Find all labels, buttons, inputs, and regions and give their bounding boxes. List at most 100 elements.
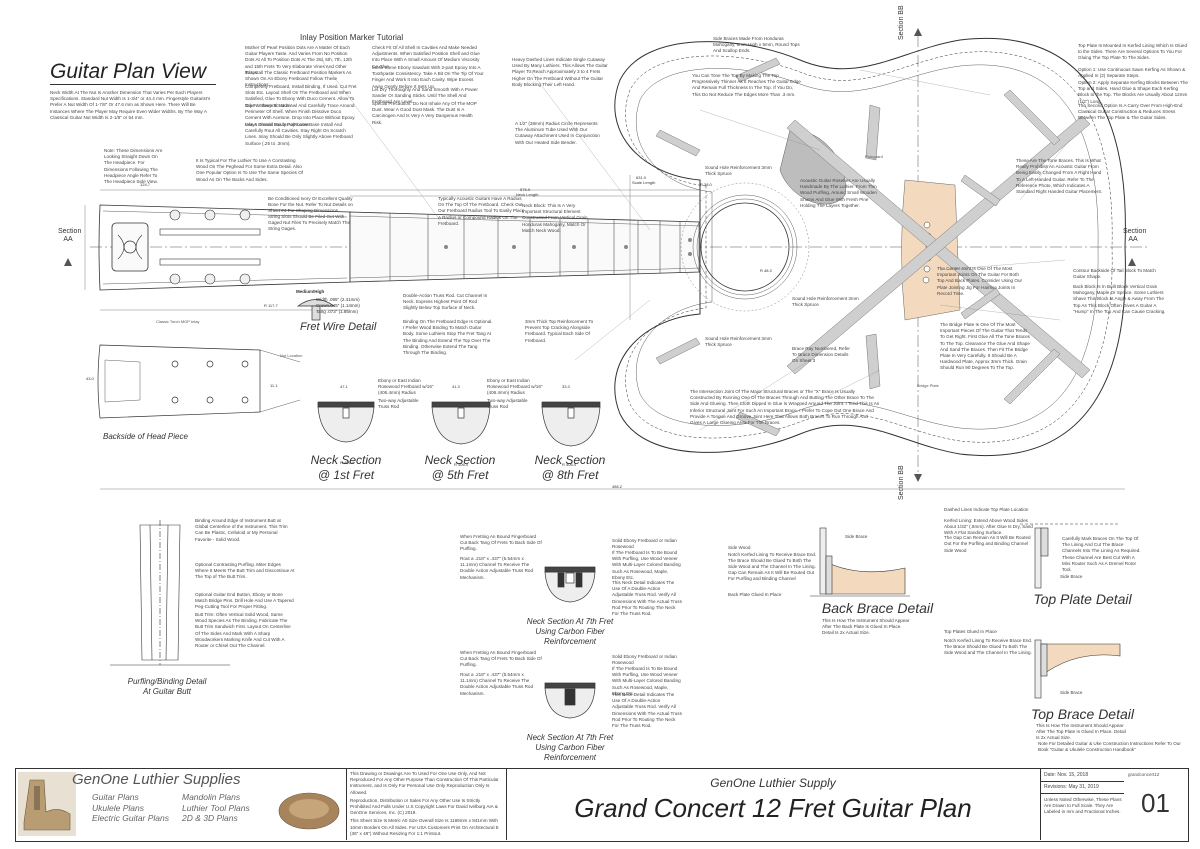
side-brace-label-back: Side Brace <box>845 534 868 539</box>
butt-trim-note: Butt Trim: Often Vertical Solid Wood, Sa… <box>195 612 291 648</box>
brand-name: GenOne Luthier Supplies <box>72 771 241 788</box>
carbon-note-a5: This Neck Detail Indicates The Use Of A … <box>612 580 682 616</box>
date-divider <box>1040 781 1124 782</box>
dim-r117: R 117.7 <box>264 303 278 308</box>
top-plates-glued-note: Top Plates Glued In Place <box>944 629 997 634</box>
legal-3: This Sheet Size Is Metric A0 Size Overal… <box>350 818 499 836</box>
dim-overall: 486.2 <box>612 484 623 489</box>
top-brace-title: Top Brace Detail <box>1031 706 1134 722</box>
dim-angle: 11.1 <box>270 383 278 388</box>
purfling-drawing <box>110 520 230 666</box>
main-title-cell <box>506 768 1041 840</box>
bridge-plate-label: Bridge Plate <box>917 383 939 388</box>
radius-circle-note: A 1/2" (38mm) Radius Circle Represents T… <box>515 121 600 145</box>
plans-col2-item2: Luthier Tool Plans <box>182 802 250 813</box>
dim-neck-section-radius-1: R 406.4 <box>340 460 355 465</box>
section-bb-top: Section BB <box>898 5 905 40</box>
plans-col2: Mandolin Plans Luthier Tool Plans 2D & 3… <box>182 792 250 824</box>
view-title: Guitar Plan View <box>50 60 207 83</box>
fret-wire-crown: Crown.045" (1.14mm) <box>316 302 360 308</box>
center-joint-note: The Center Joint Is One Of The Most Impo… <box>937 266 1023 296</box>
dim-head-back-width: 43.0 <box>86 376 94 381</box>
tail-block-note: Back Block Is In Built Block Vertical Gr… <box>1073 284 1166 314</box>
side-brace-label-top: Side Brace <box>1060 574 1083 579</box>
dim-neck-length-value: 575.9 <box>520 187 531 192</box>
side-brace-label-top-brace: Side Brace <box>1060 690 1083 695</box>
note-dims: Note: These Dimensions Are Looking Strai… <box>104 148 163 184</box>
company-name: GenOne Luthier Supply <box>710 776 836 790</box>
neck-section-5-line2: @ 5th Fret <box>431 468 489 482</box>
sound-hole-note-3: Sound Hole Reinforcement 3mm Thick Spruc… <box>705 336 772 348</box>
inlay-title: Inlay Position Marker Tutorial <box>300 33 404 42</box>
neck-section-1-title: Neck Section @ 1st Fret <box>296 453 396 483</box>
inlay-note-9: Special Precaution: Do Not Inhale Any Of… <box>372 101 477 125</box>
top-plate-drawing <box>1020 523 1120 589</box>
carbon-note-a1: When Fretting An Bound Fingerboard Cut B… <box>460 534 542 552</box>
scale-notice: Unless Noted Otherwise, These Plans Are … <box>1044 797 1122 815</box>
dim-neck-length-label: Neck Length <box>516 192 539 197</box>
purfling-title: Purfling/Binding Detail At Guitar Butt <box>112 677 222 697</box>
brand-logo <box>18 772 76 836</box>
top-plate-title: Top Plate Detail <box>1033 591 1132 607</box>
date-text: Date: Nov. 15, 2018 <box>1044 772 1089 778</box>
top-brace-drawing <box>1034 639 1121 699</box>
two-way-note-1: Two-way Adjustable Truss Rod <box>378 398 419 410</box>
plans-col1-item3: Electric Guitar Plans <box>92 813 169 824</box>
dim-width-1: 47.1 <box>340 384 348 389</box>
sound-hole-note-2: Sound Hole Reinforcement 3mm Thick Spruc… <box>792 296 859 308</box>
ebony-note-2: Ebony or East Indian Rosewood Fretboard … <box>487 378 543 396</box>
pickguard <box>779 129 846 205</box>
plans-col1-item2: Ukulele Plans <box>92 802 144 813</box>
back-brace-title: Back Brace Detail <box>821 600 934 616</box>
option-1-note: Option 1: Use Continuous Sawn Kerfing As… <box>1078 67 1186 79</box>
side-wood-label-back: Side Wood <box>728 545 751 550</box>
bridge-plate-note: The Bridge Plate Is One Of The Most Impo… <box>940 322 1030 371</box>
purfling-title-line2: At Guitar Butt <box>142 687 192 696</box>
nut-location-label: Nut Location <box>280 353 303 358</box>
carbon-section-1-title: Neck Section At 7th Fret Using Carbon Fi… <box>510 617 630 647</box>
tuner-pegs <box>159 209 261 285</box>
dimension-lines <box>84 175 1125 490</box>
option-2-note: Option 2: Apply Separate Kerfing Blocks … <box>1078 80 1188 104</box>
fret-wire-grade: Medium/High <box>296 289 325 294</box>
two-way-note-2: Two-way Adjustable Truss Rod <box>487 398 528 410</box>
back-brace-instr: This Is How The Instrument Should Appear… <box>822 618 910 636</box>
binding-around-note: Binding Around Edge of Instrument Butt a… <box>195 518 288 542</box>
revisions-divider <box>1040 793 1124 794</box>
detailed-note: Note For Detailed Guitar & Uke Construct… <box>1038 741 1181 753</box>
neck-section-1-line2: @ 1st Fret <box>317 468 375 482</box>
dim-scale-value: 631.0 <box>636 175 647 180</box>
legal-1: This Drawing or Drawings Are To Used For… <box>350 771 499 795</box>
notch-top-note: Notch Kerfed Lining To Receive Brace End… <box>944 638 1033 656</box>
notch-kerfed-note: Notch Kerfed Lining To Receive Brace End… <box>728 552 817 570</box>
neck-section-5-title: Neck Section @ 5th Fret <box>410 453 510 483</box>
inlay-note-1: Mother Of Pearl Position Dots Are A Matt… <box>245 45 353 75</box>
dim-width-8: 33.3 <box>562 384 570 389</box>
string-slots-note: String Slots Should Be Filed Out With Ga… <box>268 214 351 232</box>
sound-hole <box>680 182 810 312</box>
kerfed-lining-note: Kerfed Lining: Extend Above Wood Sides A… <box>944 518 1033 536</box>
inlay-note-2: To Install The Classic Fretboard Positio… <box>245 70 352 88</box>
back-brace-drawing <box>810 527 910 597</box>
dim-width-5: 41.3 <box>452 384 460 389</box>
fretboard-radius-note: Typically Acoustic Guitars Have A Radius… <box>438 196 525 226</box>
date-cell <box>1040 768 1125 840</box>
carbon-note-b1: When Fretting An Bound Fingerboard Cut B… <box>460 650 542 668</box>
acoustic-rosettes-note: Acoustic Guitar Rosettes Are Usually Han… <box>800 178 877 208</box>
headstock <box>98 204 351 291</box>
product-photo <box>276 785 342 833</box>
fret-wire-spec: Medium/High <box>296 289 324 295</box>
sheet-number: 01 <box>1141 788 1170 818</box>
top-gap-note: The Gap Can Remain As It Will Be Routed … <box>944 535 1031 547</box>
thin-strip-note: 3mm Thick Top Reinforcement To Prevent T… <box>525 319 594 343</box>
side-wood-label-top: Side Wood <box>944 548 967 553</box>
precondition-note: Be Conditioned Ivory Or Excellent Qualit… <box>268 196 353 214</box>
binding-fretboard-note: Binding On The Fretboard Edge Is Optiona… <box>403 319 493 355</box>
revisions-text: Revisions: May 31, 2019 <box>1044 784 1099 790</box>
dashed-lines-note: Dashed Lines Indicate Top Plate Location <box>944 507 1029 512</box>
optional-butt-note: Optional Guitar End Button, Ebony or Bon… <box>195 592 294 610</box>
carbon-section-2-line3: Reinforcement <box>543 753 597 762</box>
plans-col1: Guitar Plans Ukulele Plans Electric Guit… <box>92 792 169 824</box>
neck-section-1-line1: Neck Section <box>310 453 382 467</box>
back-plate-glued-note: Back Plate Glued In Place <box>728 592 782 597</box>
